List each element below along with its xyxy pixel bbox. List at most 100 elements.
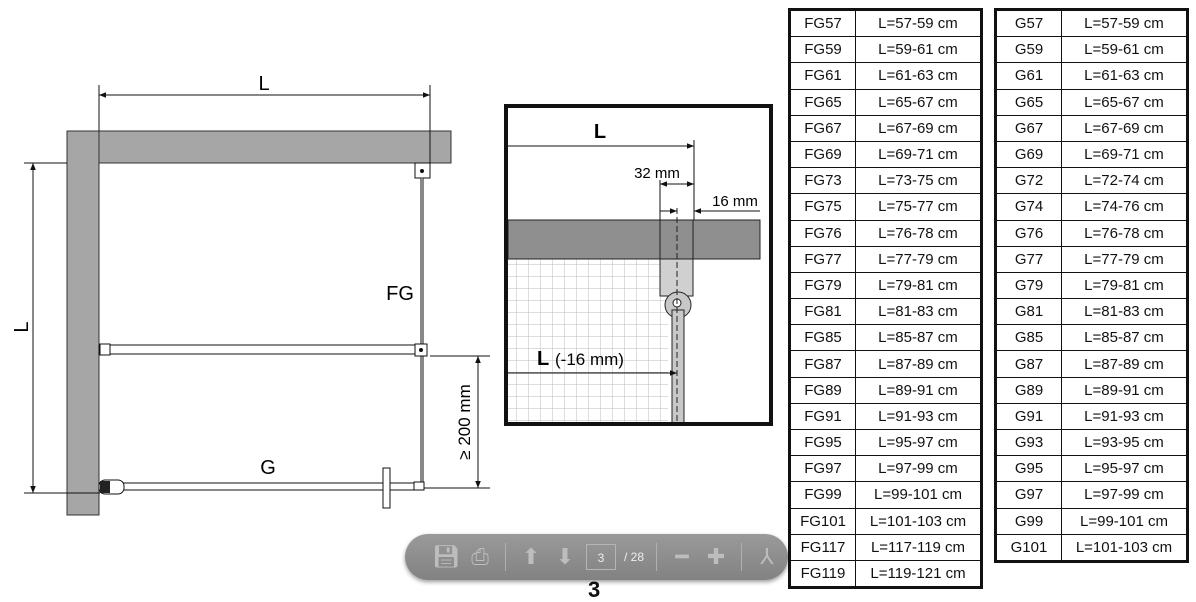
model-code-cell: G93 bbox=[995, 428, 1062, 457]
dim-left-label: L bbox=[11, 321, 33, 332]
model-code-cell: G74 bbox=[995, 193, 1062, 221]
model-code-cell: G85 bbox=[995, 324, 1062, 352]
model-code-cell: G101 bbox=[995, 533, 1062, 562]
model-code-cell: FG81 bbox=[789, 298, 856, 326]
dim-l16-rest: (-16 mm) bbox=[555, 350, 624, 369]
model-code-cell: FG75 bbox=[789, 193, 856, 221]
size-range-cell: L=81-83 cm bbox=[1061, 298, 1188, 326]
divider bbox=[741, 543, 743, 571]
size-range-cell: L=77-79 cm bbox=[855, 245, 982, 273]
size-range-cell: L=85-87 cm bbox=[855, 324, 982, 352]
size-range-cell: L=65-67 cm bbox=[855, 88, 982, 116]
model-code-cell: FG65 bbox=[789, 88, 856, 116]
size-range-cell: L=81-83 cm bbox=[855, 298, 982, 326]
size-range-cell: L=69-71 cm bbox=[855, 140, 982, 169]
arrow-down-icon: ⬇ bbox=[555, 544, 575, 569]
size-range-cell: L=57-59 cm bbox=[1061, 8, 1188, 38]
dim-16-label: 16 mm bbox=[712, 193, 758, 210]
model-code-cell: FG79 bbox=[789, 271, 856, 300]
model-code-cell: G77 bbox=[995, 245, 1062, 273]
size-range-cell: L=95-97 cm bbox=[855, 428, 982, 457]
model-code-cell: G91 bbox=[995, 402, 1062, 431]
size-range-cell: L=61-63 cm bbox=[855, 62, 982, 90]
model-code-cell: G95 bbox=[995, 455, 1062, 483]
divider bbox=[505, 543, 506, 571]
size-range-cell: L=76-78 cm bbox=[1061, 219, 1188, 247]
model-code-cell: FG85 bbox=[789, 324, 856, 352]
plus-icon: ✚ bbox=[706, 544, 726, 569]
model-code-cell: G67 bbox=[995, 114, 1062, 142]
model-code-cell: G72 bbox=[995, 167, 1062, 195]
page-number: 3 bbox=[588, 577, 601, 602]
model-code-cell: G97 bbox=[995, 481, 1062, 509]
previous-page-button[interactable]: ⬆ bbox=[518, 544, 544, 570]
acrobat-button[interactable]: ⅄ bbox=[754, 544, 780, 570]
size-range-cell: L=61-63 cm bbox=[1061, 62, 1188, 90]
zoom-out-button[interactable]: ━ bbox=[669, 544, 695, 570]
detail-l-label: L bbox=[594, 121, 606, 143]
page-input[interactable]: 3 bbox=[586, 544, 616, 570]
size-range-cell: L=87-89 cm bbox=[855, 350, 982, 378]
print-button[interactable]: ⎙ bbox=[467, 544, 493, 570]
print-icon: ⎙ bbox=[471, 544, 489, 569]
model-code-cell: G87 bbox=[995, 350, 1062, 378]
model-code-cell: FG73 bbox=[789, 167, 856, 195]
size-range-cell: L=65-67 cm bbox=[1061, 88, 1188, 116]
next-page-button[interactable]: ⬇ bbox=[552, 544, 578, 570]
model-code-cell: G81 bbox=[995, 298, 1062, 326]
size-range-cell: L=117-119 cm bbox=[855, 533, 982, 561]
size-range-cell: L=93-95 cm bbox=[1061, 428, 1188, 457]
size-range-cell: L=95-97 cm bbox=[1061, 455, 1188, 483]
size-range-cell: L=57-59 cm bbox=[855, 8, 982, 38]
model-code-cell: FG77 bbox=[789, 245, 856, 273]
arrow-up-icon: ⬆ bbox=[521, 544, 541, 569]
size-range-cell: L=101-103 cm bbox=[855, 507, 982, 535]
size-range-cell: L=119-121 cm bbox=[855, 559, 982, 589]
model-code-cell: G79 bbox=[995, 271, 1062, 300]
model-code-cell: G99 bbox=[995, 507, 1062, 535]
size-range-cell: L=67-69 cm bbox=[855, 114, 982, 142]
detail-diagram: L 32 mm 16 mm L (-16 mm) bbox=[504, 104, 773, 426]
model-code-cell: FG101 bbox=[789, 507, 856, 535]
model-code-cell: FG95 bbox=[789, 428, 856, 457]
fg-label: FG bbox=[386, 283, 414, 305]
size-range-cell: L=89-91 cm bbox=[855, 376, 982, 404]
size-range-cell: L=91-93 cm bbox=[1061, 402, 1188, 431]
model-code-cell: G59 bbox=[995, 36, 1062, 64]
dim-top-label: L bbox=[258, 73, 269, 95]
g-label: G bbox=[260, 457, 276, 479]
size-range-cell: L=91-93 cm bbox=[855, 402, 982, 431]
save-button[interactable]: 💾︎ bbox=[432, 544, 460, 570]
size-range-cell: L=99-101 cm bbox=[1061, 507, 1188, 535]
dim-32-label: 32 mm bbox=[634, 165, 680, 182]
zoom-in-button[interactable]: ✚ bbox=[703, 544, 729, 570]
save-icon: 💾︎ bbox=[432, 544, 460, 569]
size-range-cell: L=77-79 cm bbox=[1061, 245, 1188, 273]
model-code-cell: G61 bbox=[995, 62, 1062, 90]
min-height-label: ≥ 200 mm bbox=[455, 384, 474, 459]
size-range-cell: L=79-81 cm bbox=[1061, 271, 1188, 300]
model-code-cell: G57 bbox=[995, 8, 1062, 38]
